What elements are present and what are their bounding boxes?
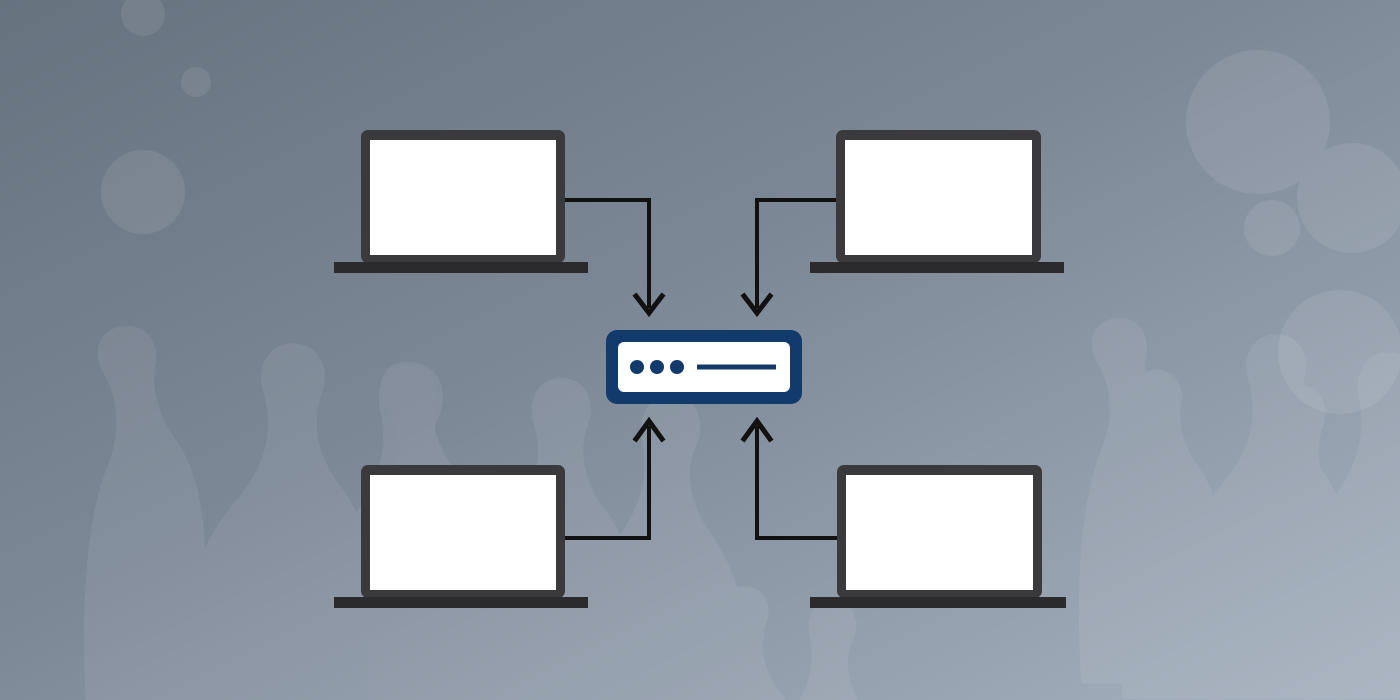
- background-bokeh-circles: [101, 0, 1400, 414]
